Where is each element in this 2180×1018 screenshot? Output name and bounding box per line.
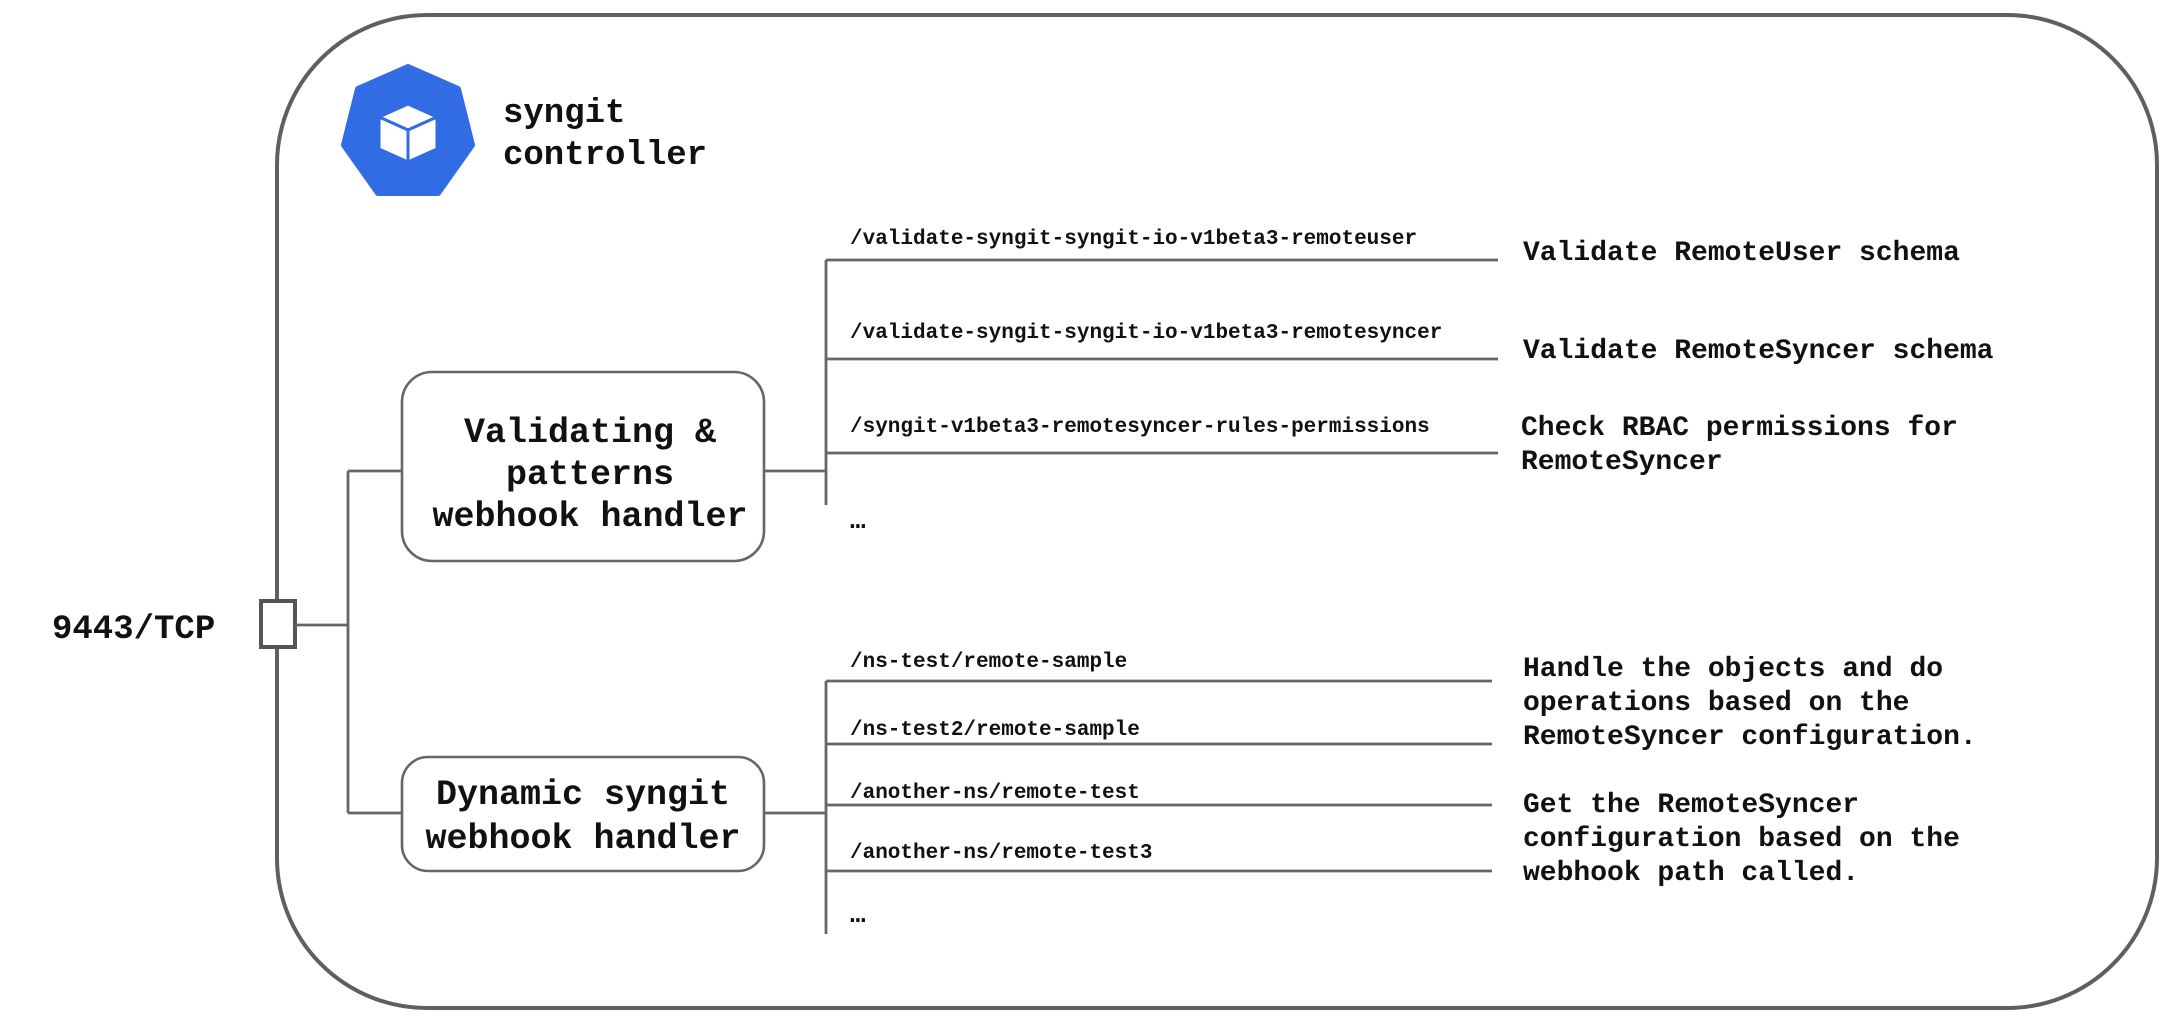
validating-handler-label-line3: webhook handler — [432, 497, 747, 537]
port-label: 9443/TCP — [52, 611, 215, 649]
validating-path-rules-permissions: /syngit-v1beta3-remotesyncer-rules-permi… — [850, 416, 1430, 439]
validating-desc-rbac-line1: Check RBAC permissions for — [1521, 413, 1958, 444]
validating-path-remotesyncer: /validate-syngit-syngit-io-v1beta3-remot… — [850, 322, 1442, 345]
dynamic-handler-label-line2: webhook handler — [425, 819, 740, 859]
validating-path-ellipsis: … — [850, 506, 866, 536]
dynamic-desc-get-line2: configuration based on the — [1523, 824, 1960, 855]
validating-handler-label-line1: Validating & — [464, 413, 716, 453]
validating-desc-remotesyncer: Validate RemoteSyncer schema — [1523, 336, 1994, 367]
dynamic-desc-handle-line2: operations based on the — [1523, 688, 1909, 719]
validating-path-remoteuser: /validate-syngit-syngit-io-v1beta3-remot… — [850, 228, 1417, 251]
dynamic-branch-lines — [764, 679, 1492, 934]
port-connector-lines — [295, 469, 402, 815]
dynamic-path-another-ns: /another-ns/remote-test — [850, 782, 1140, 805]
dynamic-desc-get-line3: webhook path called. — [1523, 858, 1859, 889]
dynamic-desc-get-line1: Get the RemoteSyncer — [1523, 790, 1859, 821]
validating-branch-lines — [764, 258, 1498, 505]
dynamic-path-ellipsis: … — [850, 900, 866, 930]
controller-title-line1: syngit — [503, 95, 625, 133]
dynamic-path-ns-test: /ns-test/remote-sample — [850, 651, 1127, 674]
dynamic-desc-handle-line3: RemoteSyncer configuration. — [1523, 722, 1977, 753]
dynamic-path-another-ns-test3: /another-ns/remote-test3 — [850, 842, 1152, 865]
dynamic-path-ns-test2: /ns-test2/remote-sample — [850, 719, 1140, 742]
validating-desc-remoteuser: Validate RemoteUser schema — [1523, 238, 1960, 269]
dynamic-desc-handle-line1: Handle the objects and do — [1523, 654, 1943, 685]
port-connector[interactable] — [259, 599, 297, 649]
controller-title-line2: controller — [503, 137, 707, 175]
validating-handler-label-line2: patterns — [506, 455, 674, 495]
validating-desc-rbac-line2: RemoteSyncer — [1521, 447, 1723, 478]
kubernetes-cube-icon — [341, 64, 475, 196]
validating-handler-box[interactable] — [400, 370, 766, 563]
dynamic-handler-label-line1: Dynamic syngit — [436, 775, 730, 815]
